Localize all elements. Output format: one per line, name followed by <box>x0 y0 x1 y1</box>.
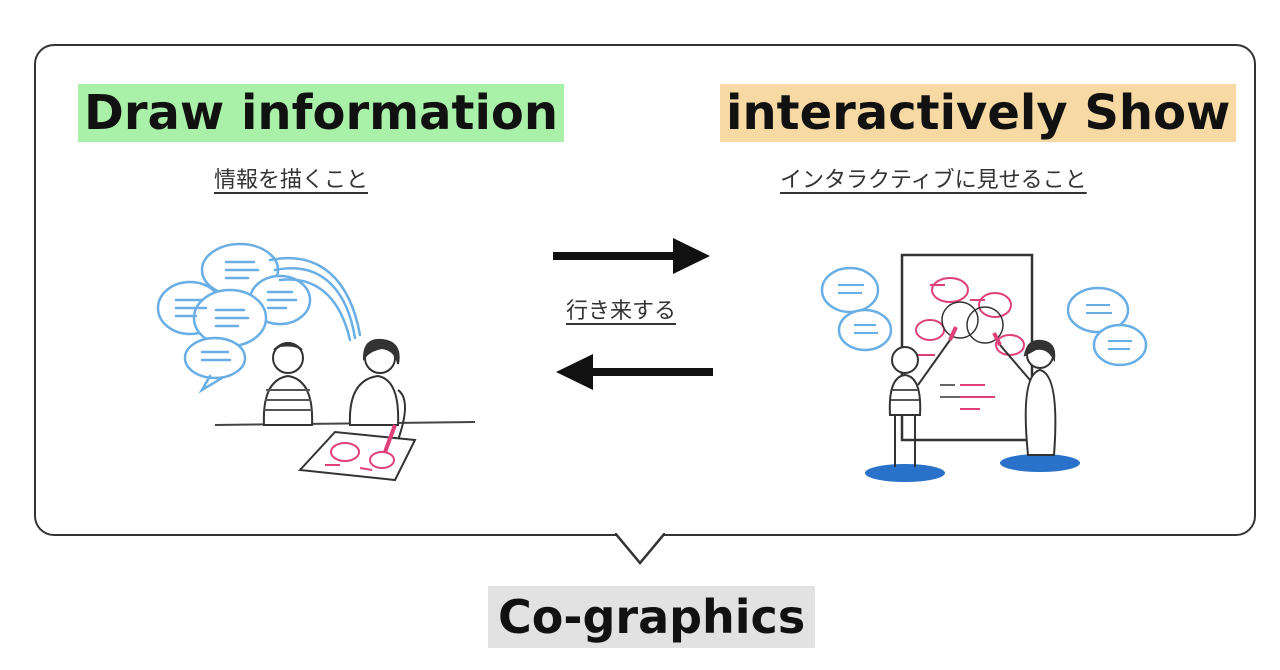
speech-bubble-tail <box>615 533 665 565</box>
people-brainstorming-drawing-icon <box>156 242 476 482</box>
interactively-show-subtitle: インタラクティブに見せること <box>780 168 1087 193</box>
interactively-show-title: interactively Show <box>720 84 1237 142</box>
draw-information-subtitle: 情報を描くこと <box>214 168 369 193</box>
arrow-left-icon <box>556 354 713 390</box>
draw-information-title: Draw information <box>78 84 565 142</box>
back-and-forth-label: 行き来する <box>566 299 677 324</box>
arrow-right-icon <box>553 238 710 274</box>
co-graphics-title: Co-graphics <box>488 586 816 648</box>
people-presenting-board-icon <box>820 253 1148 482</box>
